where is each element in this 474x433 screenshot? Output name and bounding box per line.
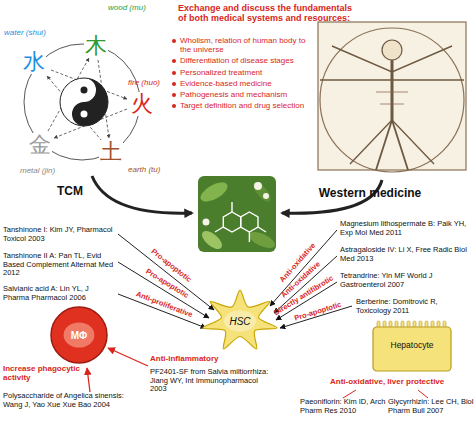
citation: Berberine: Domitrović R, Toxicology 2011 bbox=[356, 298, 473, 315]
vitruvian-man bbox=[318, 22, 466, 172]
element-glyph: 木 bbox=[84, 34, 108, 58]
element-glyph: 水 bbox=[22, 50, 46, 74]
bullet-item: Pathogenesis and mechanism bbox=[172, 90, 312, 99]
citation: Salvianic acid A: Lin YL, J Pharma Pharm… bbox=[3, 285, 115, 302]
effect-arrow bbox=[118, 234, 214, 310]
element-glyph: 金 bbox=[28, 133, 52, 157]
flower bbox=[203, 219, 210, 226]
cell-label: Hepatocyte bbox=[391, 341, 434, 350]
yin-yang-dot bbox=[81, 87, 88, 94]
figure-spread-legs bbox=[350, 120, 434, 164]
citation: Glycyrrhizin: Lee CH, Biol Pharm Bull 20… bbox=[388, 398, 474, 415]
effect-arrow bbox=[87, 368, 90, 392]
cell-body bbox=[373, 327, 451, 371]
cell-membrane bbox=[51, 307, 107, 363]
cell-nucleus bbox=[224, 310, 256, 331]
tcm-arrow bbox=[92, 176, 192, 213]
hepatocyte-cell: Hepatocyte bbox=[372, 320, 452, 372]
cell-nucleus bbox=[64, 322, 95, 347]
element-glyph: 土 bbox=[99, 140, 123, 164]
effect-label: Anti-oxidative, liver protective bbox=[330, 377, 474, 386]
bullet-list: Wholism, relation of human body to the u… bbox=[172, 36, 312, 112]
figure-head bbox=[382, 40, 402, 60]
citation: Tanshinone II A: Pan TL, Evid Based Comp… bbox=[3, 252, 115, 278]
figure-torso bbox=[391, 60, 394, 122]
herb-photo bbox=[198, 176, 278, 252]
bullet-item: Differentiation of disease stages bbox=[172, 56, 312, 65]
bullet-item: Evidence-based medicine bbox=[172, 79, 312, 88]
element-glyph: 火 bbox=[130, 92, 154, 116]
citation: Magnesium lithospermate B: Paik YH, Exp … bbox=[340, 220, 473, 237]
bullet-item: Target definition and drug selection bbox=[172, 101, 312, 110]
cell-body bbox=[203, 290, 277, 349]
bullet-item: Personalized treatment bbox=[172, 68, 312, 77]
section-heading: Exchange and discuss the fundamentals of… bbox=[178, 3, 360, 24]
vitruvian-square bbox=[318, 22, 466, 170]
citation: Tanshinone I: Kim JY, Pharmacol Toxicol … bbox=[3, 226, 115, 243]
stellate-cell: HSC bbox=[200, 288, 280, 354]
element-name: fire (huo) bbox=[128, 78, 160, 87]
effect-label: Anti-inflammatory bbox=[150, 354, 218, 363]
yin-yang-dot bbox=[81, 111, 88, 118]
element-name: wood (mu) bbox=[108, 3, 146, 12]
leaf bbox=[199, 228, 225, 253]
flower bbox=[254, 182, 262, 190]
flower bbox=[263, 193, 269, 199]
citation: PF2401-SF from Salvia miltiorrhiza: Jian… bbox=[150, 368, 274, 394]
yin-yang-dark-half bbox=[72, 78, 108, 126]
chemical-ring bbox=[241, 212, 258, 232]
figure-shading bbox=[376, 92, 408, 104]
figure-arms bbox=[320, 79, 464, 81]
element-name: water (shui) bbox=[4, 28, 46, 37]
leader-line bbox=[343, 390, 356, 398]
bullet-item: Wholism, relation of human body to the u… bbox=[172, 36, 312, 54]
chemical-bonds bbox=[215, 202, 266, 242]
leader-line bbox=[418, 390, 428, 398]
macrophage-cell: MΦ bbox=[50, 306, 108, 364]
citation: Astragaloside IV: Li X, Free Radic Biol … bbox=[340, 246, 473, 263]
yin-yang-disc bbox=[60, 78, 108, 126]
system-label: TCM bbox=[57, 185, 83, 199]
citation: Polysaccharide of Angelica sinensis: Wan… bbox=[3, 392, 131, 409]
citation: Paeoniflorin: Kim ID, Arch Pharm Res 201… bbox=[300, 398, 386, 415]
chemical-ring bbox=[223, 212, 240, 232]
system-label: Western medicine bbox=[319, 187, 421, 201]
effect-arrow bbox=[108, 348, 148, 366]
leaf bbox=[250, 180, 273, 205]
cell-label: MΦ bbox=[71, 330, 88, 341]
figure-raised-arms bbox=[332, 46, 452, 72]
leaf bbox=[198, 178, 231, 205]
effect-label: Increase phagocytic activity bbox=[3, 364, 83, 382]
element-name: metal (jin) bbox=[20, 166, 55, 175]
leaf bbox=[247, 229, 277, 252]
citation: Tetrandrine: Yin MF World J Gastroentero… bbox=[340, 272, 473, 289]
cell-label: HSC bbox=[229, 316, 250, 327]
figure-legs bbox=[376, 120, 408, 170]
element-name: earth (tu) bbox=[128, 165, 160, 174]
vitruvian-circle bbox=[320, 28, 464, 172]
